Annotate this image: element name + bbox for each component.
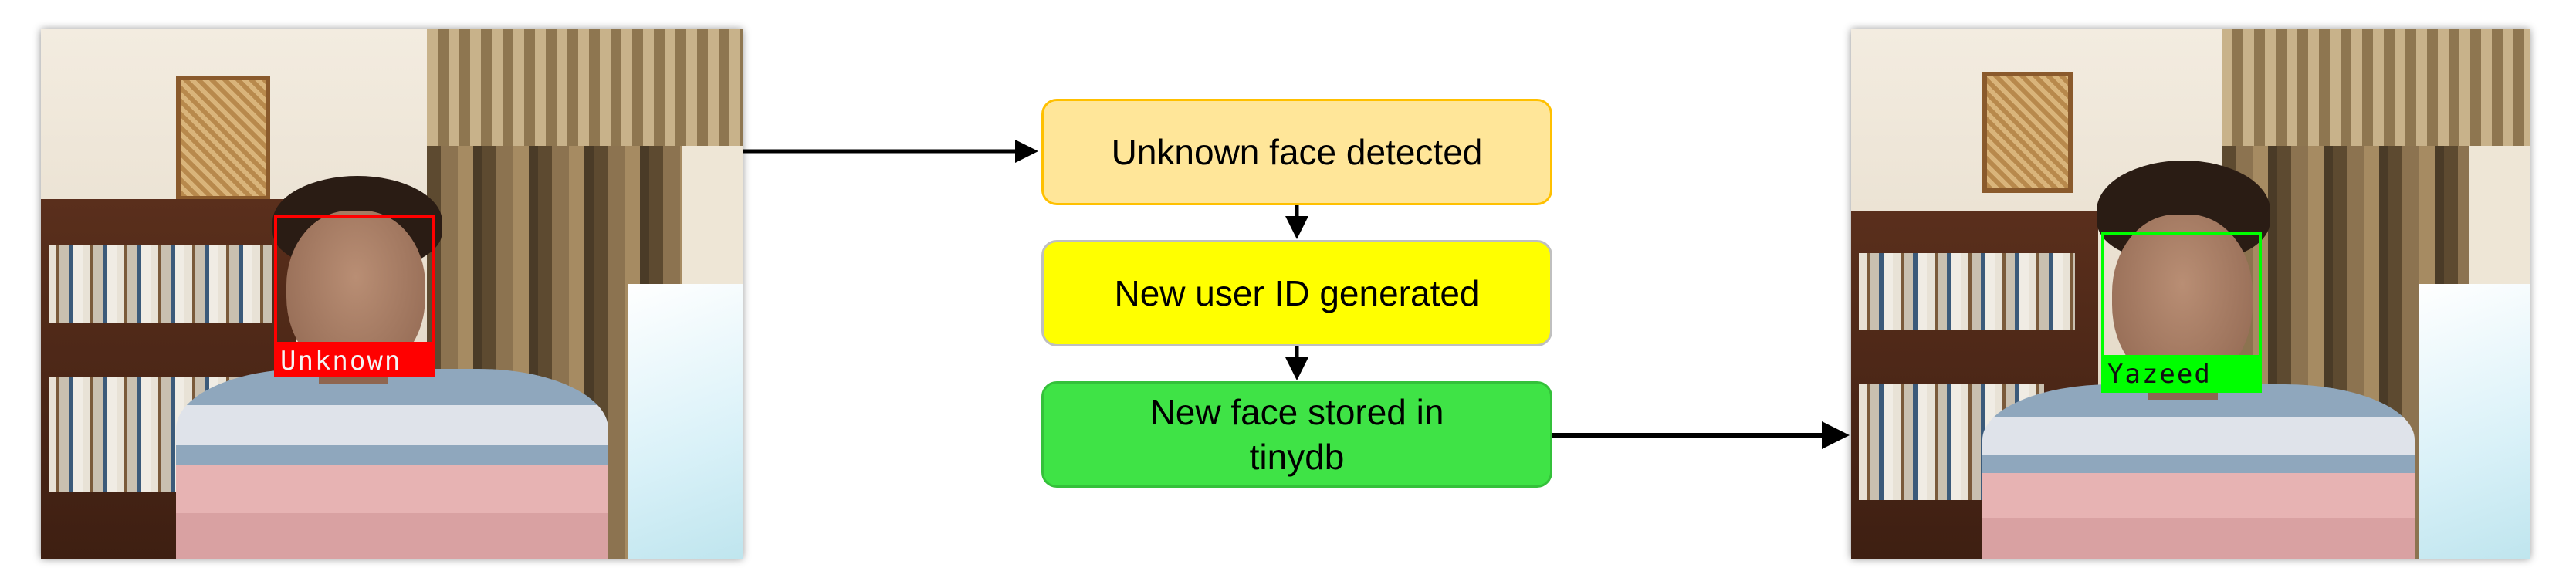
person-shirt	[176, 369, 608, 559]
books	[49, 245, 272, 323]
curtain-valance	[427, 29, 743, 146]
books	[1859, 253, 2075, 330]
after-webcam-photo: Yazeed	[1851, 29, 2530, 559]
step-new-face-stored: New face stored in tinydb	[1041, 381, 1552, 488]
wall-hanging	[176, 76, 270, 201]
face-label-recognized: Yazeed	[2101, 358, 2262, 393]
window	[628, 284, 743, 559]
face-recognition-box	[2101, 232, 2262, 358]
curtain-valance	[2222, 29, 2530, 146]
wall-hanging	[1982, 72, 2073, 193]
step-new-user-id-generated: New user ID generated	[1041, 240, 1552, 346]
window	[2419, 284, 2530, 559]
face-label-unknown: Unknown	[274, 345, 435, 377]
person-shirt	[1982, 384, 2415, 559]
before-webcam-photo: Unknown	[41, 29, 743, 559]
face-detection-box	[274, 215, 435, 345]
step-unknown-face-detected: Unknown face detected	[1041, 99, 1552, 205]
